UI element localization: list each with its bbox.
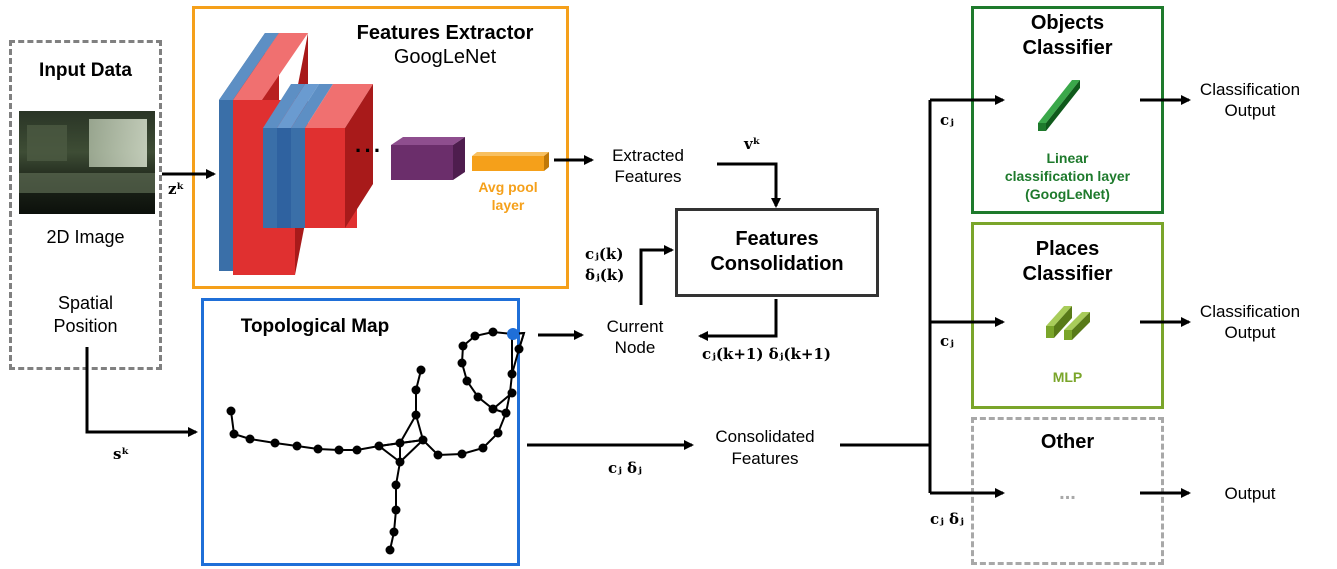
- mlp-label: MLP: [1052, 369, 1083, 385]
- math-sk: sᵏ: [113, 445, 130, 463]
- objects-output-line1: Classification: [1199, 80, 1301, 99]
- math-cj-places: cⱼ: [940, 332, 954, 350]
- arrow-vk-to-consolidation: [717, 162, 781, 208]
- places-output-line1: Classification: [1199, 302, 1301, 321]
- conv-layer-4: [277, 84, 319, 228]
- image-counter: [19, 173, 155, 193]
- arrow-consolidation-to-current: [698, 299, 778, 341]
- current-node-line2: Node: [614, 338, 656, 357]
- spatial-position-line1: Spatial: [57, 293, 114, 313]
- math-vk: vᵏ: [744, 135, 761, 153]
- places-output-line2: Output: [1224, 323, 1276, 342]
- features-extractor-box: [192, 6, 569, 289]
- objects-classifier-title-line1: Objects: [1030, 12, 1105, 34]
- features-extractor-subtitle: GoogLeNet: [393, 46, 497, 68]
- extractor-ellipsis: · · ·: [355, 138, 381, 163]
- linear-layer-label-line3: (GoogLeNet): [1025, 186, 1110, 202]
- topological-graph-nodes: [226, 327, 524, 555]
- avg-pool-layer: [472, 152, 549, 171]
- math-cjk1-djk1: cⱼ(k+1) δⱼ(k+1): [702, 345, 831, 363]
- input-data-title: Input Data: [39, 60, 132, 81]
- places-classifier-title-line2: Classifier: [1022, 263, 1113, 285]
- other-output: Output: [1224, 484, 1276, 503]
- objects-classifier-title-line2: Classifier: [1022, 37, 1113, 59]
- image-shelf: [27, 125, 67, 161]
- spatial-position-line2: Position: [53, 316, 118, 336]
- input-2d-image: [19, 111, 155, 214]
- features-consolidation-box: [675, 208, 879, 297]
- image-caption: 2D Image: [46, 227, 125, 247]
- topological-map-title: Topological Map: [240, 316, 390, 337]
- consolidated-features-line2: Features: [731, 449, 799, 468]
- objects-classifier-box: [971, 6, 1164, 214]
- other-classifier-title: Other: [1040, 431, 1095, 453]
- avg-pool-label-line2: layer: [491, 197, 525, 213]
- places-classifier-title-line1: Places: [1035, 238, 1100, 260]
- image-window-glare: [89, 119, 147, 167]
- math-djk: δⱼ(k): [585, 266, 625, 284]
- linear-layer-label-line2: classification layer: [1004, 168, 1131, 184]
- math-cj-dj-other: cⱼ δⱼ: [930, 510, 964, 528]
- features-extractor-title: Features Extractor: [356, 22, 534, 44]
- arrow-spatial-to-map: [85, 347, 198, 437]
- topological-map-box: [201, 298, 520, 566]
- places-classifier-box: [971, 222, 1164, 409]
- math-cj-dj: cⱼ δⱼ: [608, 459, 642, 477]
- linear-classification-layer-shape: [1038, 80, 1080, 131]
- math-zk: zᵏ: [168, 180, 185, 198]
- other-classifier-box: [971, 417, 1164, 565]
- conv-layer-5: [291, 84, 333, 228]
- other-ellipsis: ...: [1059, 482, 1076, 504]
- current-node-line1: Current: [606, 317, 664, 336]
- conv-layer-purple: [391, 137, 465, 180]
- linear-layer-label-line1: Linear: [1046, 150, 1089, 166]
- consolidated-features-line1: Consolidated: [715, 427, 815, 446]
- math-cj-objects: cⱼ: [940, 111, 954, 129]
- avg-pool-label-line1: Avg pool: [478, 179, 538, 195]
- objects-output-line2: Output: [1224, 101, 1276, 120]
- arrow-current-to-consolidation: [639, 245, 674, 305]
- consolidation-title-line2: Consolidation: [710, 253, 844, 275]
- current-node-marker: [507, 328, 519, 340]
- conv-layer-3: [263, 84, 305, 228]
- mlp-shape: [1046, 306, 1090, 340]
- extracted-features-line2: Features: [614, 167, 682, 186]
- consolidation-title-line1: Features: [735, 228, 819, 250]
- conv-layer-6: [305, 84, 373, 228]
- extracted-features-line1: Extracted: [612, 146, 684, 165]
- math-cjk: cⱼ(k): [585, 245, 624, 263]
